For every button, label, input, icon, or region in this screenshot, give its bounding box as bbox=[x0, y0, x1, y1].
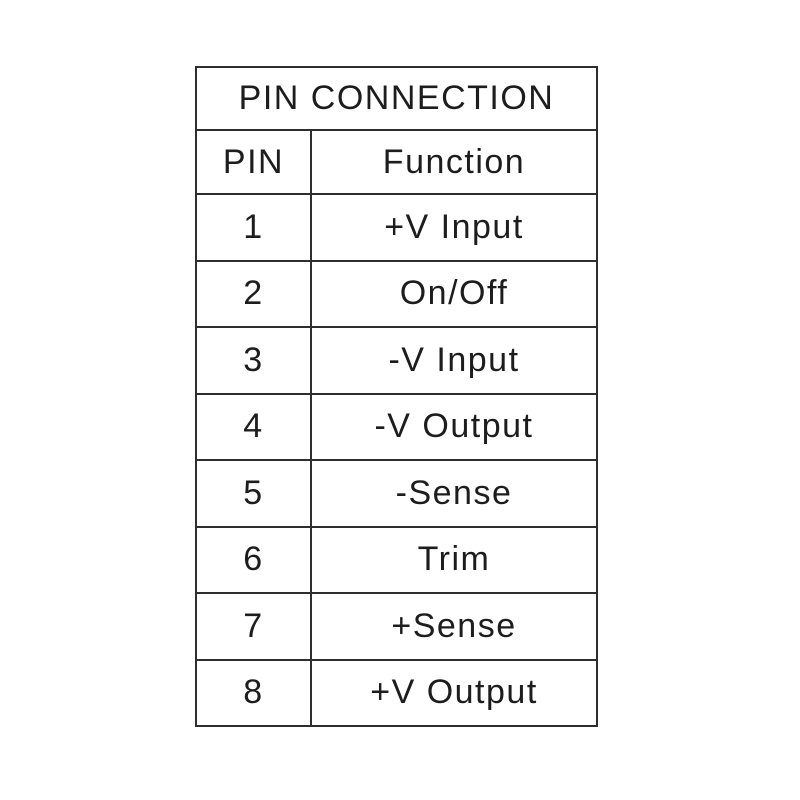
pin-table: PIN CONNECTION PIN Function 1 +V Input 2… bbox=[195, 66, 598, 727]
pin-cell: 6 bbox=[195, 525, 312, 594]
pin-cell: 4 bbox=[195, 392, 312, 461]
pin-cell: 2 bbox=[195, 259, 312, 328]
table-row: 6 Trim bbox=[195, 525, 598, 594]
function-cell: +V Input bbox=[310, 193, 598, 262]
pin-cell: 3 bbox=[195, 326, 312, 395]
pin-cell: 8 bbox=[195, 658, 312, 727]
table-header-row: PIN Function bbox=[195, 129, 598, 195]
pin-cell: 7 bbox=[195, 592, 312, 661]
column-header-pin: PIN bbox=[195, 129, 312, 195]
function-cell: On/Off bbox=[310, 259, 598, 328]
table-title: PIN CONNECTION bbox=[195, 66, 598, 131]
function-cell: -V Input bbox=[310, 326, 598, 395]
table-row: 2 On/Off bbox=[195, 259, 598, 328]
function-cell: +V Output bbox=[310, 658, 598, 727]
function-cell: -Sense bbox=[310, 459, 598, 528]
table-row: 3 -V Input bbox=[195, 326, 598, 395]
pin-cell: 5 bbox=[195, 459, 312, 528]
table-row: 5 -Sense bbox=[195, 459, 598, 528]
function-cell: Trim bbox=[310, 525, 598, 594]
table-row: 1 +V Input bbox=[195, 193, 598, 262]
column-header-function: Function bbox=[310, 129, 598, 195]
pin-connection-table: PIN CONNECTION PIN Function 1 +V Input 2… bbox=[195, 66, 598, 727]
function-cell: -V Output bbox=[310, 392, 598, 461]
table-row: 7 +Sense bbox=[195, 592, 598, 661]
pin-cell: 1 bbox=[195, 193, 312, 262]
table-row: 8 +V Output bbox=[195, 658, 598, 727]
table-title-row: PIN CONNECTION bbox=[195, 66, 598, 131]
table-row: 4 -V Output bbox=[195, 392, 598, 461]
function-cell: +Sense bbox=[310, 592, 598, 661]
